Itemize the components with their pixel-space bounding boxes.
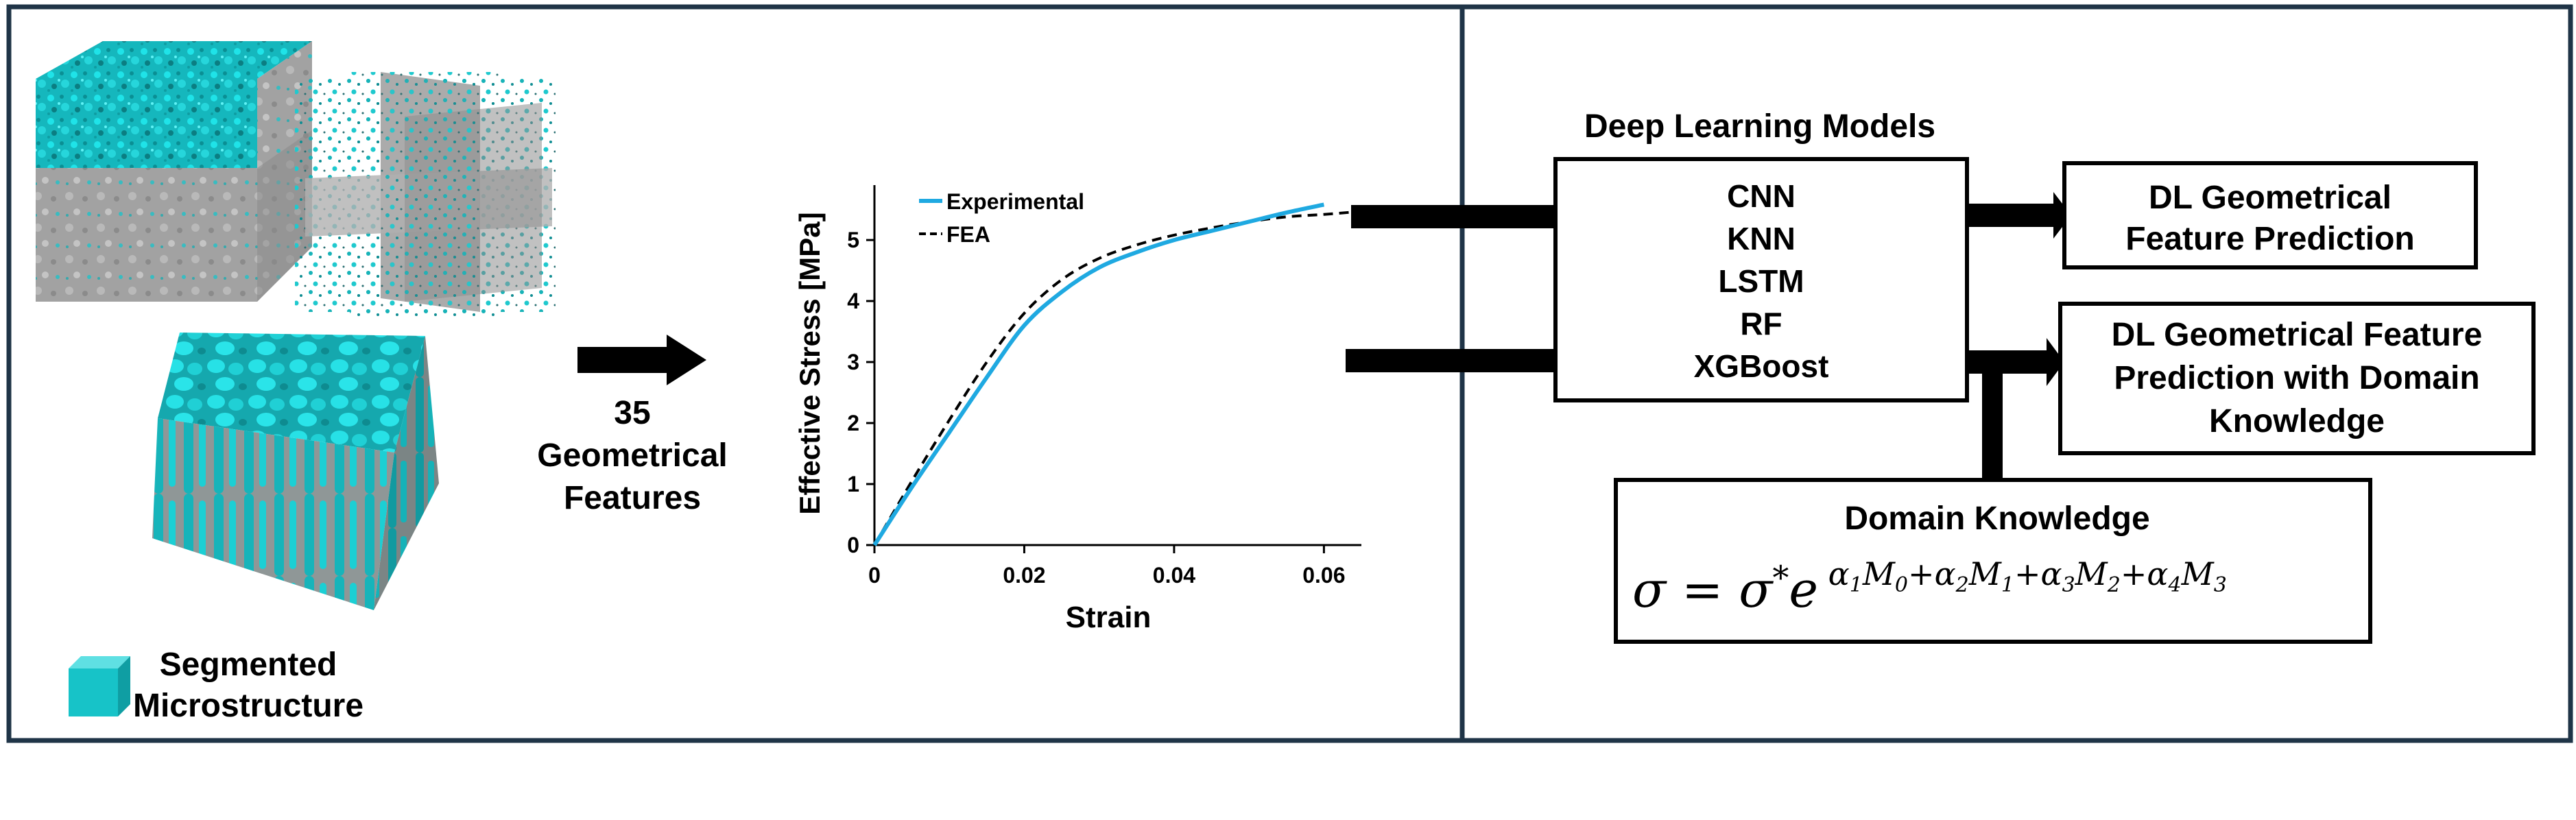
series-line-experimental: [872, 202, 1325, 546]
arrow-to-features: [577, 335, 706, 385]
exp-coef-sub-4: 4: [2167, 573, 2181, 597]
prediction1-line1: DL Geometrical: [2149, 180, 2392, 216]
legend-label-experimental: Experimental: [946, 189, 1084, 214]
exp-coef-sub-3: 3: [2062, 573, 2075, 597]
chart-legend: Experimental FEA: [919, 189, 1084, 247]
connector-domain-knowledge: [1982, 362, 2003, 480]
model-item-lstm: LSTM: [1718, 263, 1804, 299]
model-item-xgboost: XGBoost: [1694, 348, 1829, 384]
prediction2-box: [2058, 302, 2536, 455]
exp-var-4: M: [2181, 555, 2215, 592]
equation-base: e: [1789, 561, 1818, 618]
legend-label-fea: FEA: [946, 222, 990, 247]
equation-lhs: σ = σ: [1632, 561, 1774, 618]
x-tick-label: 0: [868, 563, 881, 588]
y-tick-label: 4: [847, 289, 859, 313]
domain-knowledge-box: [1614, 478, 2372, 644]
input-bar-bottom: [1346, 349, 1555, 372]
exp-coef-3: α: [2040, 555, 2062, 592]
arrow-to-prediction2: [1967, 338, 2064, 386]
x-tick-label: 0.06: [1302, 563, 1345, 588]
features-label-line2: Features: [564, 480, 701, 516]
prediction2-line3: Knowledge: [2209, 403, 2385, 439]
exp-var-sub-2: 1: [2001, 573, 2014, 597]
cube-icon: [69, 656, 130, 716]
prediction1-line2: Feature Prediction: [2125, 221, 2414, 257]
y-tick-label: 5: [847, 228, 859, 252]
segmented-label-line2: Microstructure: [133, 688, 363, 724]
prediction1-box: [2062, 161, 2478, 269]
exp-coef-2: α: [1935, 555, 1956, 592]
exp-plus-1: +: [1908, 555, 1935, 592]
model-item-knn: KNN: [1727, 221, 1796, 256]
prediction2-line2: Prediction with Domain: [2114, 360, 2479, 396]
exp-plus-2: +: [2014, 555, 2041, 592]
domain-equation: σ = σ*e α1M0+α2M1+α3M2+α4M3: [1632, 555, 2227, 618]
x-ticks: 0 0.02 0.04 0.06: [868, 545, 1346, 588]
y-tick-label: 0: [847, 533, 859, 557]
features-label-line1: Geometrical: [537, 437, 727, 474]
microstructure-cube-bottom: [152, 333, 439, 610]
y-tick-label: 1: [847, 472, 859, 496]
equation-star: *: [1772, 559, 1789, 597]
exp-var-2: M: [1968, 555, 2003, 592]
exp-coef-sub-2: 2: [1955, 573, 1969, 597]
series-line-fea: [873, 210, 1362, 546]
exp-coef-1: α: [1828, 555, 1850, 592]
exp-var-sub-3: 2: [2107, 573, 2121, 597]
domain-knowledge-title: Domain Knowledge: [1844, 501, 2149, 537]
exp-var-3: M: [2075, 555, 2109, 592]
models-title: Deep Learning Models: [1584, 108, 1935, 145]
stress-strain-chart: 0 0.02 0.04 0.06 0 1 2 3 4 5 Strain Effective St…: [794, 185, 1362, 634]
microstructure-slices-top-right: [295, 72, 556, 319]
outer-frame: [6, 4, 2573, 743]
y-ticks: 0 1 2 3 4 5: [847, 228, 874, 557]
exp-plus-3: +: [2121, 555, 2147, 592]
x-axis-label: Strain: [1066, 601, 1152, 634]
y-tick-label: 2: [847, 411, 859, 435]
model-item-cnn: CNN: [1727, 178, 1796, 214]
y-axis-label: Effective Stress [MPa]: [794, 212, 826, 514]
exp-coef-sub-1: 1: [1850, 573, 1863, 597]
features-count: 35: [614, 395, 650, 431]
x-tick-label: 0.04: [1153, 563, 1195, 588]
prediction2-line1: DL Geometrical Feature: [2112, 317, 2483, 353]
microstructure-block-top-left: [36, 41, 312, 302]
segmented-label-line1: Segmented: [160, 647, 337, 683]
exp-var-sub-4: 3: [2214, 573, 2227, 597]
exp-var-sub-1: 0: [1895, 573, 1908, 597]
input-bar-top: [1351, 205, 1555, 228]
exp-var-1: M: [1862, 555, 1896, 592]
models-box: [1553, 157, 1969, 402]
arrow-to-prediction1: [1967, 192, 2071, 239]
x-tick-label: 0.02: [1003, 563, 1045, 588]
model-item-rf: RF: [1740, 306, 1782, 341]
exp-coef-4: α: [2147, 555, 2168, 592]
y-tick-label: 3: [847, 350, 859, 374]
